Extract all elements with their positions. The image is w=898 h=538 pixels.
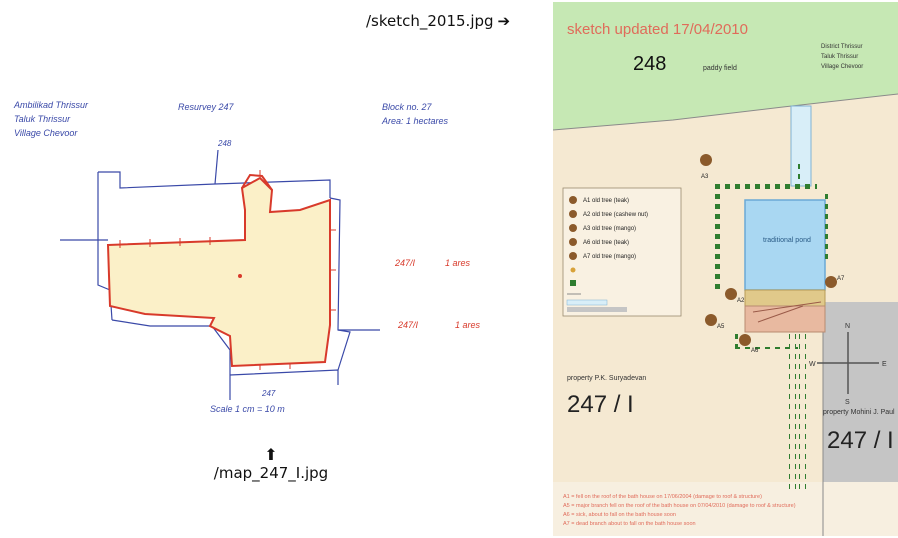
sketch-legend [562, 187, 682, 317]
neighbour-plot-area [823, 302, 898, 536]
map-note-2-a: 247/I [397, 320, 419, 330]
legend-item-1: A1 old tree (teak) [583, 198, 629, 204]
sketch-file-name: /sketch_2015.jpg [366, 12, 494, 30]
paddy-field-area [553, 2, 898, 130]
sketch-note-3: A6 = sick, about to fall on the bath hou… [563, 512, 676, 518]
map-right-header-1: Block no. 27 [382, 102, 433, 112]
district-line-1: District Thrissur [821, 44, 863, 50]
legend-item-4: A6 old tree (teak) [583, 240, 629, 246]
legend-item-3: A3 old tree (mango) [583, 226, 636, 232]
survey-map-image: Ambilikad Thrissur Taluk Thrissur Villag… [13, 100, 481, 414]
district-line-3: Village Chevoor [821, 64, 863, 70]
map-note-2-b: 1 ares [455, 320, 481, 330]
legend-swatches [566, 196, 627, 312]
paddy-field-label: paddy field [703, 65, 737, 72]
map-note-1-a: 247/I [394, 258, 416, 268]
plot-number-247-right: 247 / I [827, 427, 894, 454]
map-file-name: /map_247_I.jpg [213, 464, 329, 482]
map-file-caption: ⬆ /map_247_I.jpg [186, 445, 356, 483]
compass-n: N [845, 323, 850, 330]
map-center-header: Resurvey 247 [178, 102, 235, 112]
tree-label-a2: A2 [737, 298, 745, 304]
sketch-file-caption: /sketch_2015.jpg➔ [366, 12, 510, 30]
compass-icon [817, 332, 879, 394]
tree-label-a5: A5 [717, 324, 725, 330]
plot-number-248: 248 [633, 53, 666, 75]
district-line-2: Taluk Thrissur [821, 54, 858, 60]
plot-number-247-left: 247 / I [567, 391, 634, 418]
sketch-note-4: A7 = dead branch about to fall on the ba… [563, 521, 696, 527]
right-owner-label: property Mohini J. Paul [823, 409, 895, 416]
map-header-line-2: Taluk Thrissur [14, 114, 71, 124]
plot-247-outline [106, 176, 331, 368]
tree-label-a3: A3 [701, 174, 709, 180]
left-owner-label: property P.K. Suryadevan [567, 375, 646, 382]
arrow-right-icon: ➔ [497, 12, 511, 30]
compass-e: E [882, 361, 887, 368]
pond-label: traditional pond [763, 237, 811, 244]
property-sketch-image: sketch updated 17/04/2010 248 paddy fiel… [553, 2, 898, 536]
map-header-line-1: Ambilikad Thrissur [13, 100, 89, 110]
tree-label-a7: A7 [837, 276, 845, 282]
boundary-ticks [119, 170, 336, 370]
map-note-1-b: 1 ares [445, 258, 471, 268]
map-label-248: 248 [217, 139, 232, 148]
sketch-note-1: A1 = fell on the roof of the bath house … [563, 494, 762, 500]
map-scale-note: Scale 1 cm = 10 m [210, 404, 285, 414]
arrow-up-icon: ⬆ [264, 445, 278, 464]
compass-w: W [809, 361, 816, 368]
legend-item-5: A7 old tree (mango) [583, 254, 636, 260]
sketch-title: sketch updated 17/04/2010 [567, 21, 748, 38]
map-right-header-2: Area: 1 hectares [381, 116, 449, 126]
map-label-247: 247 [261, 389, 276, 398]
map-header-line-3: Village Chevoor [14, 128, 78, 138]
sketch-note-2: A5 = major branch fell on the roof of th… [563, 503, 796, 509]
survey-lines [60, 149, 380, 400]
legend-item-2: A2 old tree (cashew nut) [583, 212, 648, 218]
tree-markers [700, 154, 837, 346]
traditional-pond [744, 199, 826, 291]
compass-s: S [845, 399, 850, 406]
tree-label-a6: A6 [751, 348, 759, 354]
